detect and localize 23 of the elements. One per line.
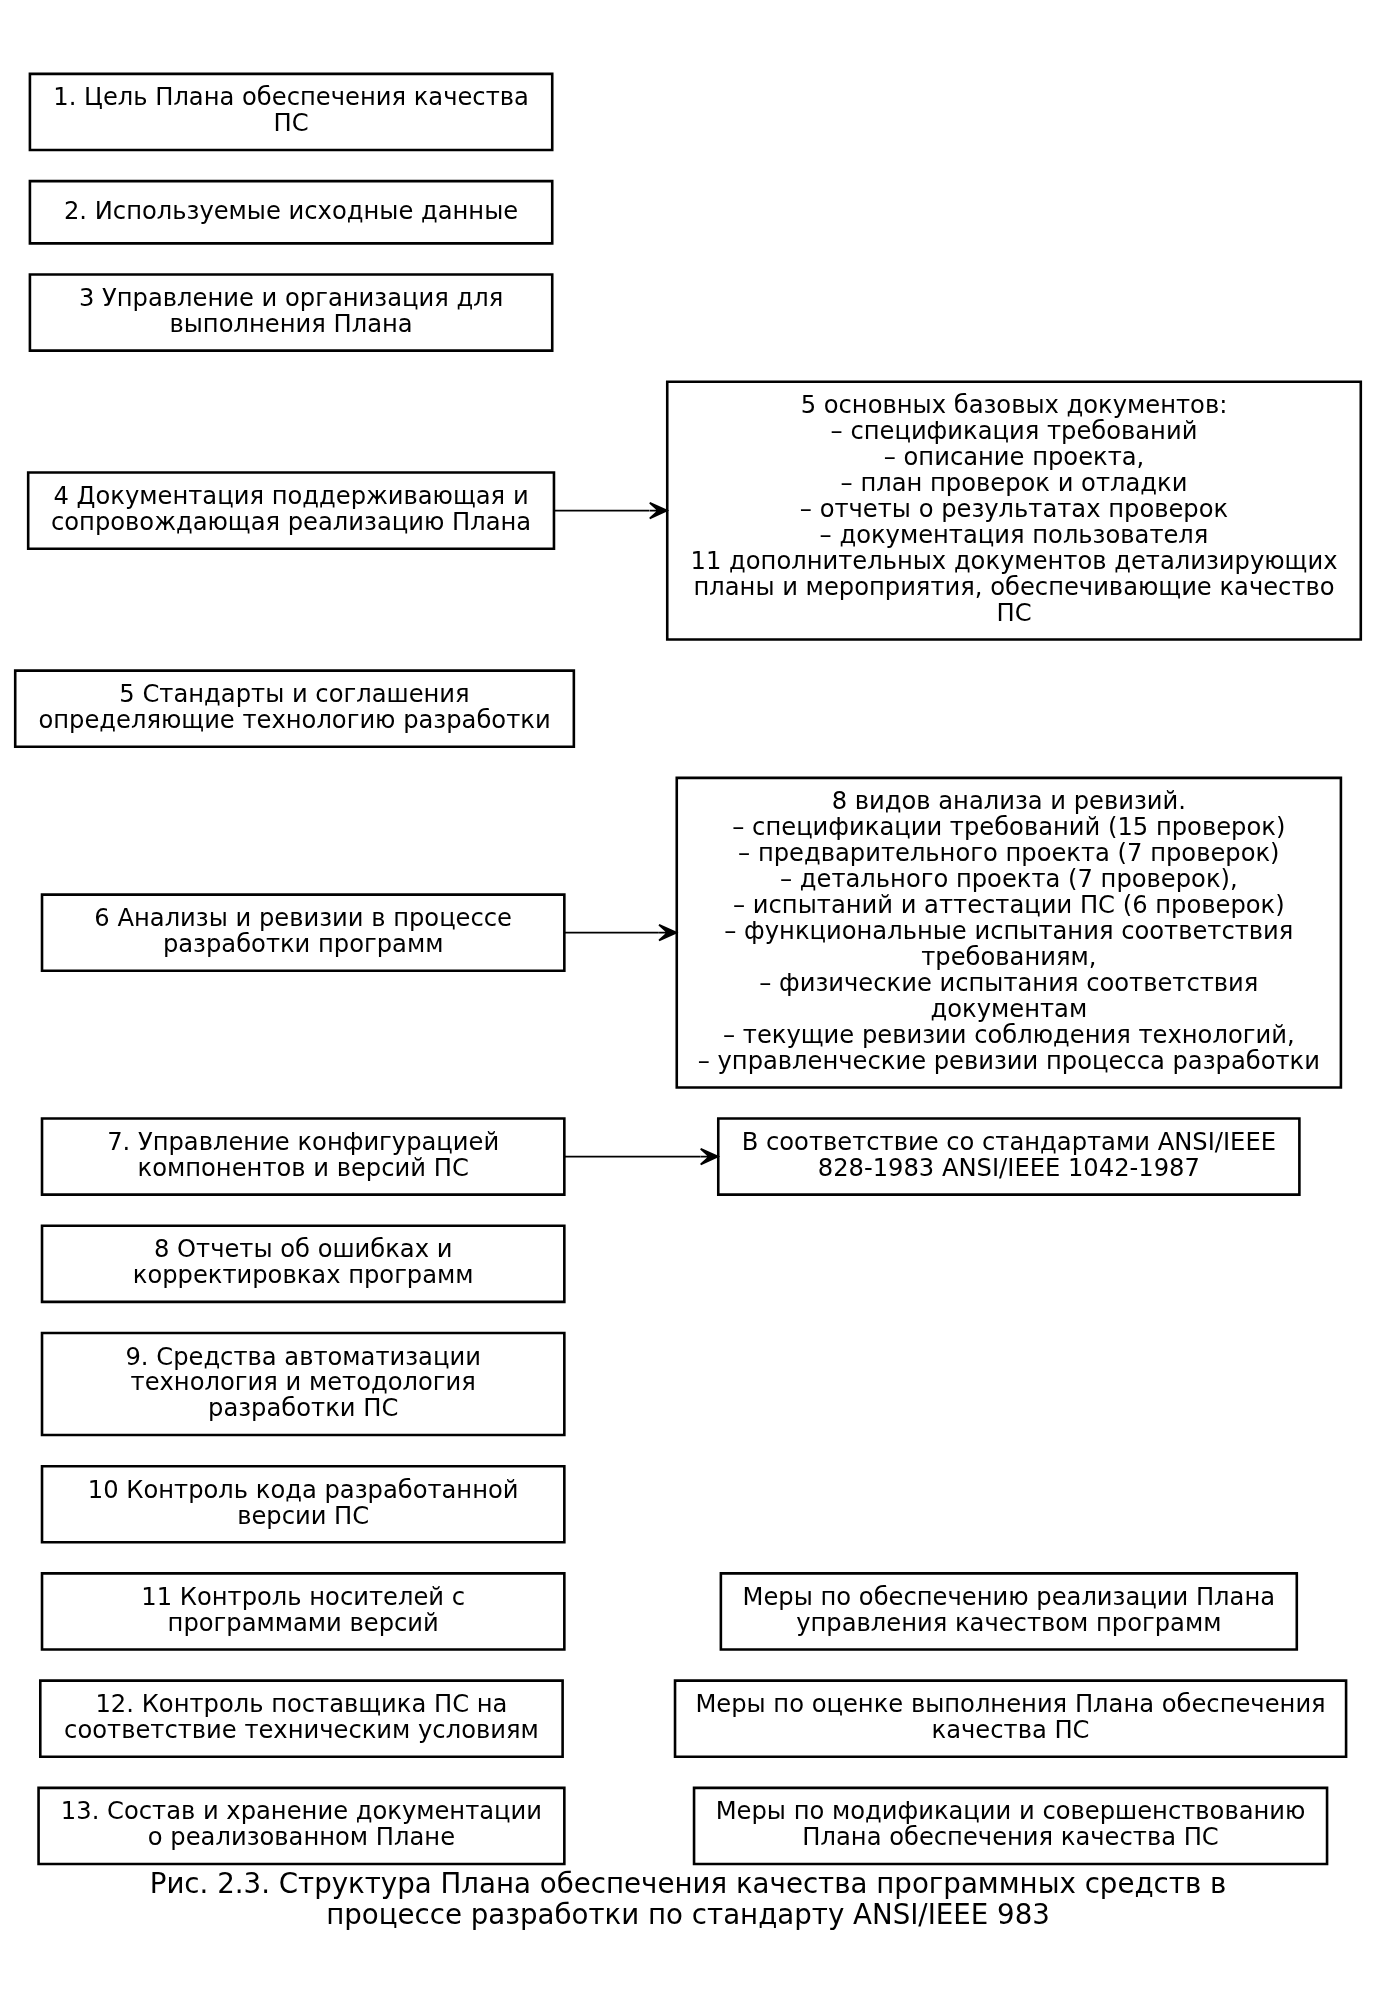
node-box: 11 Контроль носителей с программами версий	[40, 1571, 566, 1651]
node-box: 8 Отчеты об ошибках и корректировках программ	[40, 1224, 566, 1303]
node-box: 8 видов анализа и ревизий. – спецификации требований (15 проверок) – предварительного проекта (7 проверок) – детального проекта (7 проверок), – испытаний и аттестации ПС (6 проверок) – функциональные испытания соответствия требованиям, – физические испытания соответствия документам – текущие ревизии соблюдения технологий, – управленческие ревизии процесса разработки	[675, 776, 1343, 1089]
node-box: В соответствие со стандартами ANSI/IEEE 828-1983 ANSI/IEEE 1042-1987	[716, 1116, 1301, 1196]
node-box: 5 основных базовых документов: – спецификация требований – описание проекта, – план проверок и отладки – отчеты о результатах проверок – документация пользователя 11 дополнительных документов детализирующих планы и мероприятия, обеспечивающие качество ПС	[665, 379, 1363, 641]
node-box: 5 Стандарты и соглашения определяющие технологию разработки	[13, 668, 576, 748]
caption: Рис. 2.3. Структура Плана обеспечения качества программных средств в процессе разработки по стандарту ANSI/IEEE 983	[149, 1866, 1227, 1931]
node-box: 7. Управление конфигурацией компонентов и версий ПС	[40, 1116, 566, 1196]
node-box: 13. Состав и хранение документации о реализованном Плане	[37, 1786, 566, 1865]
node-box: Меры по оценке выполнения Плана обеспечения качества ПС	[673, 1678, 1348, 1758]
node-box: 4 Документация поддерживающая и сопровождающая реализацию Плана	[26, 470, 556, 550]
arrow	[563, 923, 678, 941]
node-box: 10 Контроль кода разработанной версии ПС	[40, 1464, 566, 1544]
node-box: 9. Средства автоматизации технология и методология разработки ПС	[40, 1331, 566, 1436]
node-box: 12. Контроль поставщика ПС на соответствие техническим условиям	[39, 1678, 564, 1758]
node-box: 1. Цель Плана обеспечения качества ПС	[28, 72, 554, 151]
node-box: Меры по модификации и совершенствованию Плана обеспечения качества ПС	[692, 1786, 1329, 1865]
node-box: 6 Анализы и ревизии в процессе разработки программ	[40, 892, 566, 972]
arrow	[553, 501, 668, 519]
arrow	[563, 1147, 719, 1165]
node-box: Меры по обеспечению реализации Плана управления качеством программ	[719, 1571, 1299, 1651]
node-box: 2. Используемые исходные данные	[28, 179, 554, 245]
node-box: 3 Управление и организация для выполнения Плана	[28, 272, 554, 352]
